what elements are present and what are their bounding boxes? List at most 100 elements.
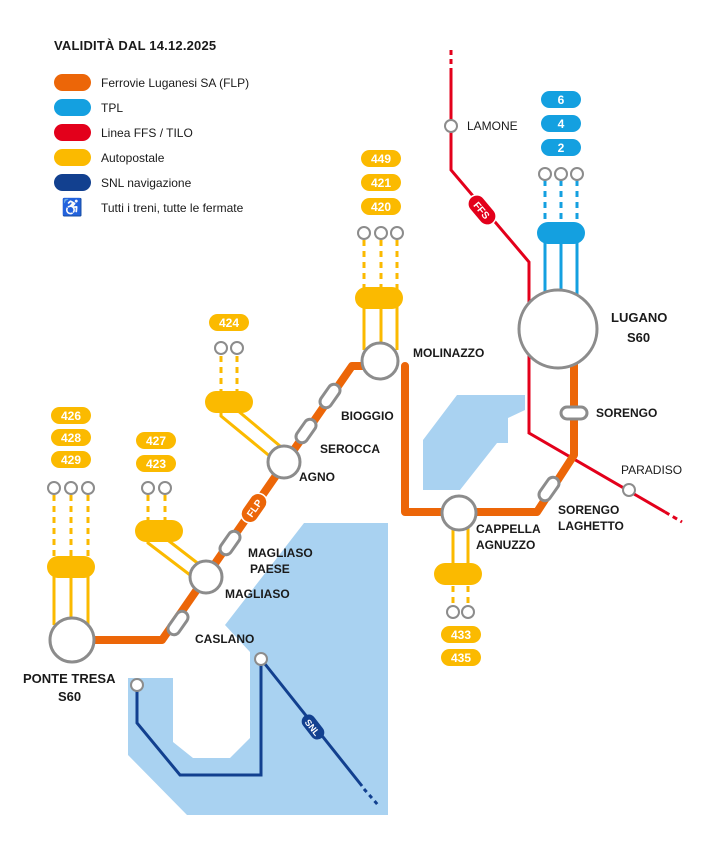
station-molinazzo[interactable] — [360, 341, 400, 381]
line-badge-bg — [541, 91, 581, 108]
postale-bundle-cappella — [434, 563, 482, 585]
stop-snl-caslano[interactable] — [254, 652, 268, 666]
stop-magliaso-paese[interactable] — [218, 529, 243, 557]
stop-sorengo-laghetto[interactable] — [537, 475, 562, 503]
line-badge-2[interactable]: 2 — [541, 139, 581, 156]
stop-bus[interactable] — [64, 481, 78, 495]
label-cappella-2: AGNUZZO — [476, 538, 535, 552]
line-badge-6[interactable]: 6 — [541, 91, 581, 108]
line-badge-number: 429 — [61, 453, 81, 467]
line-badge-bg — [441, 626, 481, 643]
label-paradiso: PARADISO — [621, 463, 682, 477]
label-sorengo-laghetto-1: SORENGO — [558, 503, 619, 517]
line-badge-number: 4 — [558, 117, 565, 131]
label-caslano: CASLANO — [195, 632, 254, 646]
line-badge-428[interactable]: 428 — [51, 429, 91, 446]
stop-bus[interactable] — [158, 481, 172, 495]
legend-item-ffs: Linea FFS / TILO — [54, 120, 249, 145]
stop-tpl[interactable] — [570, 167, 584, 181]
station-cappella-agnuzzo[interactable] — [440, 494, 478, 532]
line-badge-number: 6 — [558, 93, 565, 107]
legend-label: Tutti i treni, tutte le fermate — [101, 200, 244, 215]
lake-lugano-north — [423, 395, 525, 490]
stop-bus[interactable] — [214, 341, 228, 355]
legend-label: Ferrovie Luganesi SA (FLP) — [101, 75, 250, 90]
postale-bundle-ponte-tresa — [47, 556, 95, 578]
line-badge-bg — [361, 150, 401, 167]
line-badge-429[interactable]: 429 — [51, 451, 91, 468]
stop-bus[interactable] — [446, 605, 460, 619]
line-badge-421[interactable]: 421 — [361, 174, 401, 191]
line-badge-4[interactable]: 4 — [541, 115, 581, 132]
postale-bundle-magliaso — [135, 520, 183, 542]
line-badge-number: 427 — [146, 434, 166, 448]
station-magliaso[interactable] — [188, 559, 224, 595]
line-badge-bg — [136, 455, 176, 472]
stop-bus[interactable] — [230, 341, 244, 355]
legend-swatch-flp — [54, 74, 91, 91]
line-badge-433[interactable]: 433 — [441, 626, 481, 643]
legend-label: TPL — [101, 100, 124, 115]
line-badge-number: 423 — [146, 457, 166, 471]
stop-bus[interactable] — [390, 226, 404, 240]
line-badge-449[interactable]: 449 — [361, 150, 401, 167]
line-badge-426[interactable]: 426 — [51, 407, 91, 424]
stop-bus[interactable] — [374, 226, 388, 240]
station-agno[interactable] — [266, 444, 302, 480]
stop-paradiso[interactable] — [622, 483, 636, 497]
line-badge-number: 426 — [61, 409, 81, 423]
validity-title: VALIDITÀ DAL 14.12.2025 — [54, 38, 217, 53]
label-lamone: LAMONE — [467, 119, 518, 133]
label-sorengo: SORENGO — [596, 406, 657, 420]
label-molinazzo: MOLINAZZO — [413, 346, 484, 360]
label-sorengo-laghetto-2: LAGHETTO — [558, 519, 624, 533]
stop-bus[interactable] — [81, 481, 95, 495]
stop-bus[interactable] — [461, 605, 475, 619]
line-badge-number: 421 — [371, 176, 391, 190]
stop-sorengo[interactable] — [559, 405, 589, 421]
label-agno: AGNO — [299, 470, 335, 484]
station-ponte-tresa[interactable] — [48, 616, 96, 664]
station-lugano[interactable] — [517, 288, 599, 370]
label-serocca: SEROCCA — [320, 442, 380, 456]
stop-bus[interactable] — [357, 226, 371, 240]
label-cappella-1: CAPPELLA — [476, 522, 541, 536]
legend-item-tpl: TPL — [54, 95, 249, 120]
legend: Ferrovie Luganesi SA (FLP) TPL Linea FFS… — [54, 70, 249, 220]
stop-caslano[interactable] — [166, 609, 191, 637]
line-badge-number: 449 — [371, 152, 391, 166]
label-magliaso-paese-2: PAESE — [250, 562, 290, 576]
legend-swatch-snl — [54, 174, 91, 191]
ffs-badge: FFS — [467, 194, 497, 226]
legend-label: Linea FFS / TILO — [101, 125, 193, 140]
legend-swatch-ffs — [54, 124, 91, 141]
line-badge-420[interactable]: 420 — [361, 198, 401, 215]
line-badge-number: 424 — [219, 316, 239, 330]
stop-tpl[interactable] — [538, 167, 552, 181]
legend-item-flp: Ferrovie Luganesi SA (FLP) — [54, 70, 249, 95]
legend-item-accessibility: ♿ Tutti i treni, tutte le fermate — [54, 195, 249, 220]
line-badge-bg — [361, 174, 401, 191]
line-badge-427[interactable]: 427 — [136, 432, 176, 449]
legend-swatch-tpl — [54, 99, 91, 116]
postale-bundle-agno — [205, 391, 253, 413]
stop-lamone[interactable] — [444, 119, 458, 133]
tpl-bundle — [537, 222, 585, 244]
stop-bioggio[interactable] — [318, 382, 343, 410]
stop-bus[interactable] — [141, 481, 155, 495]
stop-bus[interactable] — [47, 481, 61, 495]
legend-swatch-postale — [54, 149, 91, 166]
flp-badge: FLP — [240, 492, 268, 524]
stop-serocca[interactable] — [294, 417, 319, 445]
line-badge-number: 2 — [558, 141, 565, 155]
legend-item-postale: Autopostale — [54, 145, 249, 170]
line-badge-bg — [51, 407, 91, 424]
line-badge-435[interactable]: 435 — [441, 649, 481, 666]
lake-lugano-south — [128, 523, 388, 815]
stop-snl-ponte-tresa[interactable] — [130, 678, 144, 692]
label-ponte-tresa-sub: S60 — [58, 689, 81, 704]
line-badge-423[interactable]: 423 — [136, 455, 176, 472]
line-badge-424[interactable]: 424 — [209, 314, 249, 331]
line-badge-bg — [209, 314, 249, 331]
stop-tpl[interactable] — [554, 167, 568, 181]
